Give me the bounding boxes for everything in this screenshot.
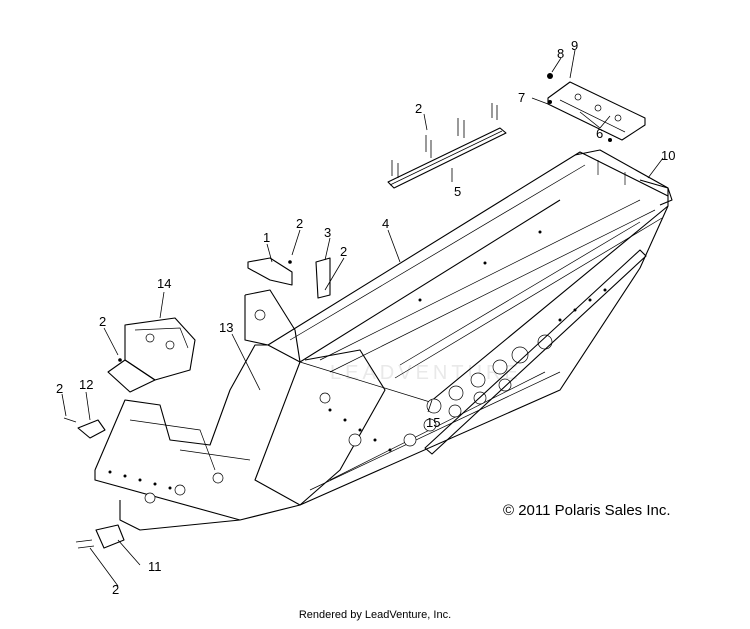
chassis-tunnel bbox=[254, 149, 669, 506]
part-11-plate bbox=[75, 524, 125, 549]
part-1-bracket bbox=[247, 257, 293, 286]
callout-8: 8 bbox=[557, 46, 564, 61]
part-10-rear-tip bbox=[639, 179, 673, 206]
leader-lines bbox=[61, 49, 664, 587]
callout-2: 2 bbox=[340, 244, 347, 259]
callout-4: 4 bbox=[382, 216, 389, 231]
callout-15: 15 bbox=[426, 415, 440, 430]
callout-11: 11 bbox=[148, 559, 162, 574]
callout-2: 2 bbox=[415, 101, 422, 116]
rail-fasteners bbox=[391, 103, 498, 178]
callout-2: 2 bbox=[296, 216, 303, 231]
callout-13: 13 bbox=[219, 320, 233, 335]
callout-7: 7 bbox=[518, 90, 525, 105]
copyright-text: © 2011 Polaris Sales Inc. bbox=[503, 502, 671, 519]
callout-2: 2 bbox=[112, 582, 119, 597]
callout-labels: 1 2 2 2 2 2 2 3 4 5 6 7 8 9 10 11 12 13 … bbox=[56, 38, 675, 597]
part-15-strip bbox=[424, 249, 647, 455]
callout-6: 6 bbox=[596, 126, 603, 141]
part-3-bracket bbox=[315, 257, 331, 299]
part-2-fastener-left bbox=[63, 417, 77, 423]
callout-10: 10 bbox=[661, 148, 675, 163]
callout-1: 1 bbox=[263, 230, 270, 245]
part-14-console bbox=[107, 317, 196, 393]
callout-3: 3 bbox=[324, 225, 331, 240]
callout-5: 5 bbox=[454, 184, 461, 199]
callout-2: 2 bbox=[99, 314, 106, 329]
part-5-rail bbox=[387, 127, 507, 189]
part-12-bracket bbox=[77, 419, 106, 439]
front-bulkhead bbox=[94, 289, 386, 531]
callout-14: 14 bbox=[157, 276, 171, 291]
callout-12: 12 bbox=[79, 377, 93, 392]
callout-9: 9 bbox=[571, 38, 578, 53]
footer-text: Rendered by LeadVenture, Inc. bbox=[298, 609, 452, 621]
callout-2: 2 bbox=[56, 381, 63, 396]
